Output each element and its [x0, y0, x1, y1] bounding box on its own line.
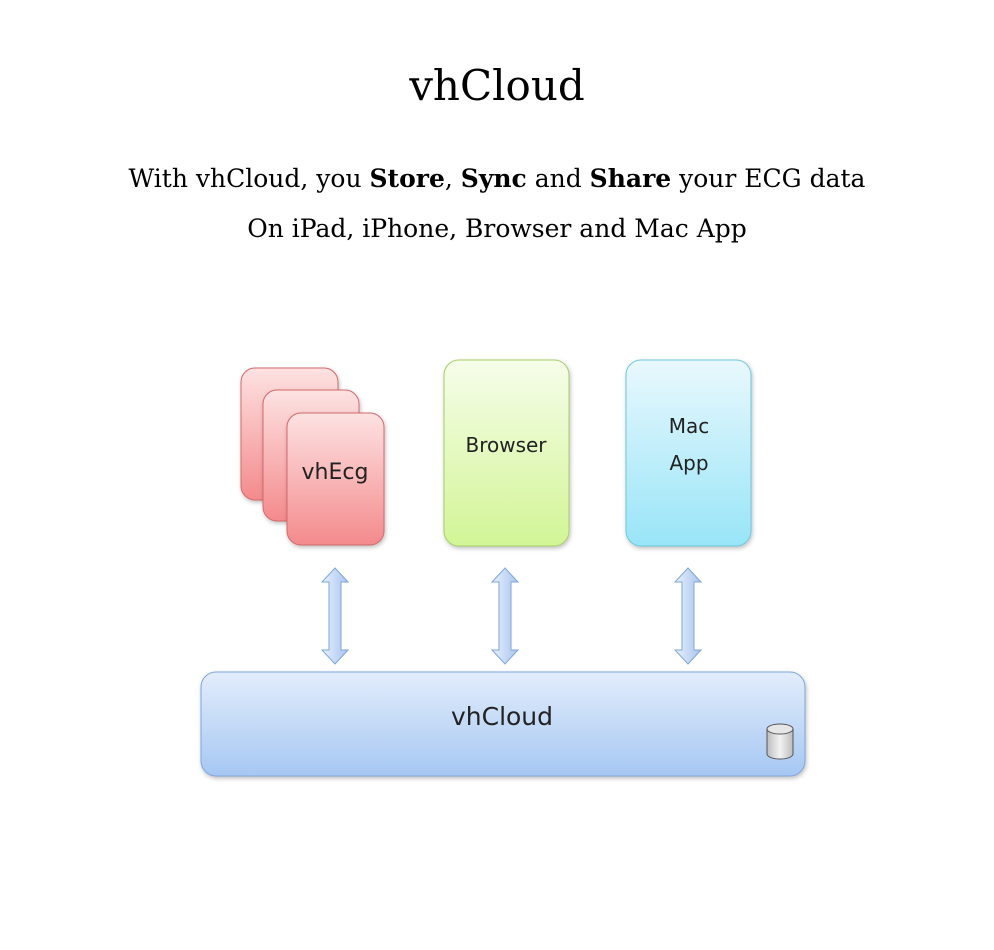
mac-app-label-line2: App	[669, 451, 708, 475]
vhecg-node: vhEcg	[240, 367, 385, 546]
share-emphasis: Share	[589, 164, 672, 193]
vhcloud-box	[200, 671, 806, 777]
store-emphasis: Store	[369, 164, 445, 193]
sync-arrow-browser	[490, 567, 520, 665]
subtitle-text: and	[526, 164, 590, 193]
subtitle-text: your ECG data	[671, 164, 866, 193]
mac-app-node: Mac App	[625, 359, 752, 547]
subtitle-text: ,	[444, 164, 461, 193]
page-title: vhCloud	[409, 61, 585, 110]
vhcloud-label: vhCloud	[451, 702, 553, 731]
subtitle-line-2: On iPad, iPhone, Browser and Mac App	[247, 214, 747, 243]
sync-emphasis: Sync	[460, 164, 527, 193]
browser-label: Browser	[465, 433, 547, 457]
browser-node: Browser	[443, 359, 570, 547]
browser-box	[443, 359, 570, 547]
mac-app-label-line1: Mac	[669, 414, 710, 438]
database-icon	[766, 723, 794, 760]
sync-arrow-vhecg	[320, 567, 350, 665]
vhecg-label: vhEcg	[302, 460, 369, 485]
sync-arrow-mac-app	[673, 567, 703, 665]
mac-app-box	[625, 359, 752, 547]
vhcloud-node: vhCloud	[200, 671, 806, 777]
subtitle-line-1: With vhCloud, you Store, Sync and Share …	[0, 161, 994, 197]
subtitle-text: With vhCloud, you	[128, 164, 370, 193]
vhecg-card-front	[286, 412, 385, 546]
